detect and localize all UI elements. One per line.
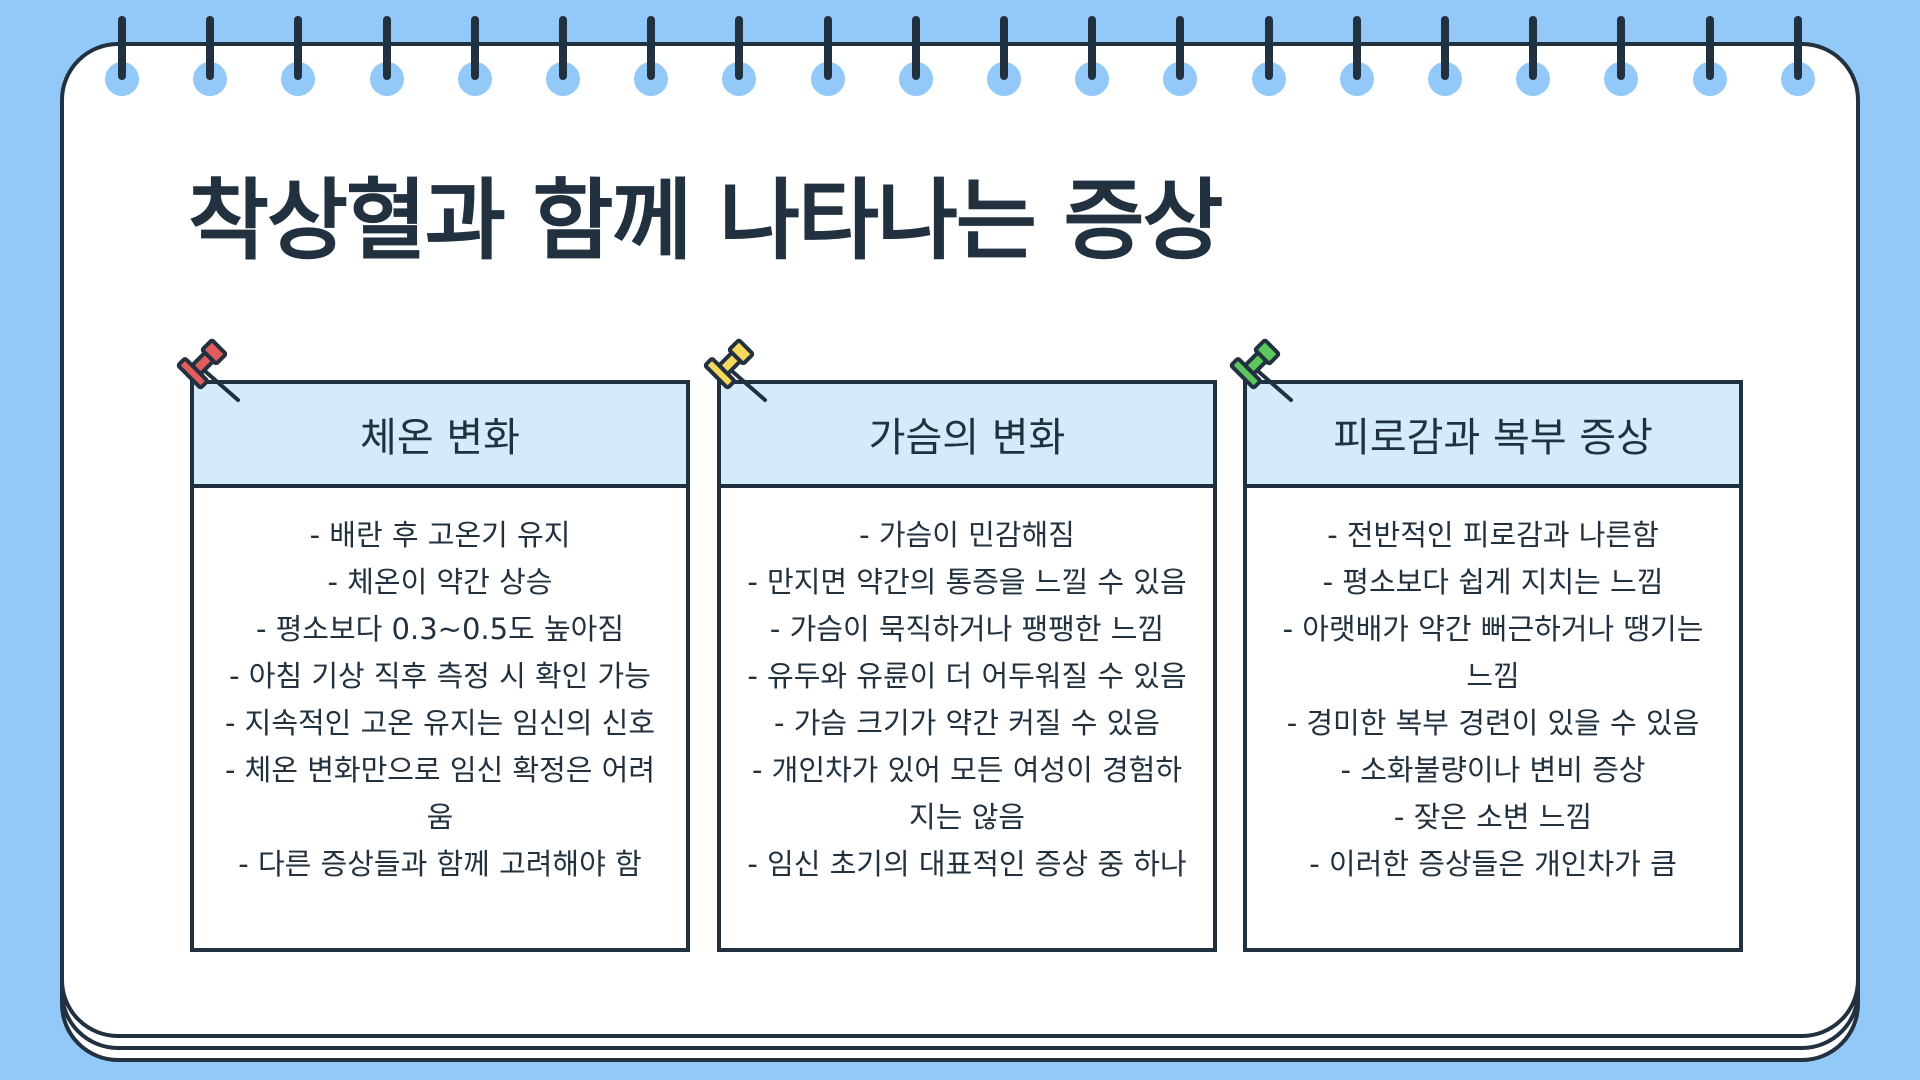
binding-wire [912,16,920,80]
binding-wire [1617,16,1625,80]
card-heading: 체온 변화 [194,384,686,488]
symptom-line: - 개인차가 있어 모든 여성이 경험하지는 않음 [751,753,1183,834]
green-pushpin-icon [1229,338,1293,402]
symptom-line: - 체온이 약간 상승 [327,565,553,599]
binding-wire [1176,16,1184,80]
symptom-line: - 만지면 약간의 통증을 느낄 수 있음 [747,565,1187,599]
binding-wire [294,16,302,80]
binding-wire [1441,16,1449,80]
binding-ring [370,16,404,96]
binding-wire [1794,16,1802,80]
symptom-line: - 잦은 소변 느낌 [1393,800,1593,834]
binding-ring [634,16,668,96]
symptom-line: - 아랫배가 약간 뻐근하거나 땡기는 느낌 [1282,612,1704,693]
symptom-line: - 가슴 크기가 약간 커질 수 있음 [774,706,1160,740]
binding-wire [647,16,655,80]
card-fatigue-abdominal: 피로감과 복부 증상 - 전반적인 피로감과 나른함 - 평소보다 쉽게 지치는… [1243,380,1743,952]
binding-wire [471,16,479,80]
binding-ring [1781,16,1815,96]
binding-ring [546,16,580,96]
symptom-line: - 유두와 유륜이 더 어두워질 수 있음 [747,659,1187,693]
card-symptom-list: - 가슴이 민감해짐 - 만지면 약간의 통증을 느낄 수 있음 - 가슴이 묵… [721,488,1213,888]
yellow-pushpin-icon [703,338,767,402]
binding-ring [458,16,492,96]
red-pushpin-icon [176,338,240,402]
binding-wire [1088,16,1096,80]
binding-ring [1163,16,1197,96]
binding-wire [383,16,391,80]
binding-ring [1252,16,1286,96]
binding-ring [105,16,139,96]
spiral-binding [0,0,1920,100]
symptom-line: - 아침 기상 직후 측정 시 확인 가능 [229,659,651,693]
binding-wire [1529,16,1537,80]
card-symptom-list: - 배란 후 고온기 유지 - 체온이 약간 상승 - 평소보다 0.3~0.5… [194,488,686,888]
binding-ring [193,16,227,96]
symptom-line: - 임신 초기의 대표적인 증상 중 하나 [747,847,1187,881]
binding-ring [987,16,1021,96]
card-breast-changes: 가슴의 변화 - 가슴이 민감해짐 - 만지면 약간의 통증을 느낄 수 있음 … [717,380,1217,952]
page-title: 착상혈과 함께 나타나는 증상 [188,169,1223,272]
binding-ring [281,16,315,96]
symptom-line: - 이러한 증상들은 개인차가 큼 [1309,847,1677,881]
binding-wire [735,16,743,80]
symptom-line: - 경미한 복부 경련이 있을 수 있음 [1286,706,1700,740]
symptom-line: - 전반적인 피로감과 나른함 [1327,518,1659,552]
binding-wire [1353,16,1361,80]
symptom-line: - 소화불량이나 변비 증상 [1340,753,1646,787]
binding-wire [118,16,126,80]
binding-wire [1265,16,1273,80]
binding-wire [1000,16,1008,80]
card-heading: 가슴의 변화 [721,384,1213,488]
symptom-line: - 체온 변화만으로 임신 확정은 어려움 [224,753,656,834]
binding-ring [899,16,933,96]
binding-ring [722,16,756,96]
binding-wire [206,16,214,80]
symptom-line: - 가슴이 묵직하거나 팽팽한 느낌 [769,612,1165,646]
symptom-line: - 지속적인 고온 유지는 임신의 신호 [224,706,656,740]
binding-wire [1706,16,1714,80]
symptom-line: - 평소보다 쉽게 지치는 느낌 [1322,565,1664,599]
binding-wire [824,16,832,80]
symptom-line: - 배란 후 고온기 유지 [309,518,571,552]
card-heading: 피로감과 복부 증상 [1247,384,1739,488]
binding-ring [1693,16,1727,96]
card-body-temperature: 체온 변화 - 배란 후 고온기 유지 - 체온이 약간 상승 - 평소보다 0… [190,380,690,952]
binding-ring [1516,16,1550,96]
symptom-line: - 평소보다 0.3~0.5도 높아짐 [255,612,625,646]
binding-ring [1075,16,1109,96]
binding-ring [1340,16,1374,96]
binding-wire [559,16,567,80]
binding-ring [1604,16,1638,96]
binding-ring [1428,16,1462,96]
symptom-line: - 가슴이 민감해짐 [859,518,1075,552]
binding-ring [811,16,845,96]
card-symptom-list: - 전반적인 피로감과 나른함 - 평소보다 쉽게 지치는 느낌 - 아랫배가 … [1247,488,1739,888]
symptom-line: - 다른 증상들과 함께 고려해야 함 [238,847,642,881]
